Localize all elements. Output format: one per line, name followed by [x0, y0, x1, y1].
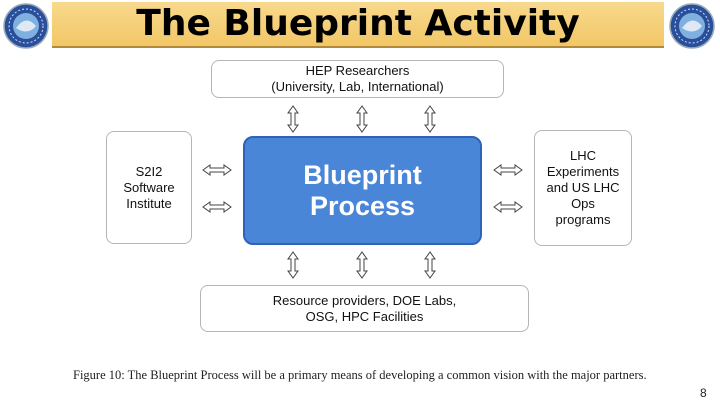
right-arrow-2-icon: [493, 201, 523, 213]
top-arrow-2-icon: [356, 105, 368, 133]
lhc-experiments-label: LHC Experiments and US LHC Ops programs: [546, 148, 620, 227]
lhc-experiments-box: LHC Experiments and US LHC Ops programs: [534, 130, 632, 246]
hep-researchers-label: HEP Researchers (University, Lab, Intern…: [271, 63, 444, 94]
top-arrow-1-icon: [287, 105, 299, 133]
bottom-arrow-1-icon: [287, 251, 299, 279]
resource-providers-box: Resource providers, DOE Labs, OSG, HPC F…: [200, 285, 529, 332]
figure-caption: Figure 10: The Blueprint Process will be…: [73, 368, 647, 382]
page-number: 8: [700, 386, 707, 400]
s2i2-box: S2I2 Software Institute: [106, 131, 192, 244]
s2i2-label: S2I2 Software Institute: [123, 163, 175, 211]
resource-providers-label: Resource providers, DOE Labs, OSG, HPC F…: [272, 292, 457, 324]
left-arrow-2-icon: [202, 201, 232, 213]
blueprint-process-box: Blueprint Process: [243, 136, 482, 245]
title-bar: The Blueprint Activity: [52, 2, 664, 48]
slide-title: The Blueprint Activity: [136, 3, 580, 44]
right-arrow-1-icon: [493, 164, 523, 176]
left-arrow-1-icon: [202, 164, 232, 176]
s2i2-logo-left-icon: [3, 3, 49, 49]
blueprint-process-label: Blueprint Process: [303, 159, 422, 221]
s2i2-logo-right-icon: [669, 3, 715, 49]
top-arrow-3-icon: [424, 105, 436, 133]
bottom-arrow-2-icon: [356, 251, 368, 279]
bottom-arrow-3-icon: [424, 251, 436, 279]
hep-researchers-box: HEP Researchers (University, Lab, Intern…: [211, 60, 504, 98]
